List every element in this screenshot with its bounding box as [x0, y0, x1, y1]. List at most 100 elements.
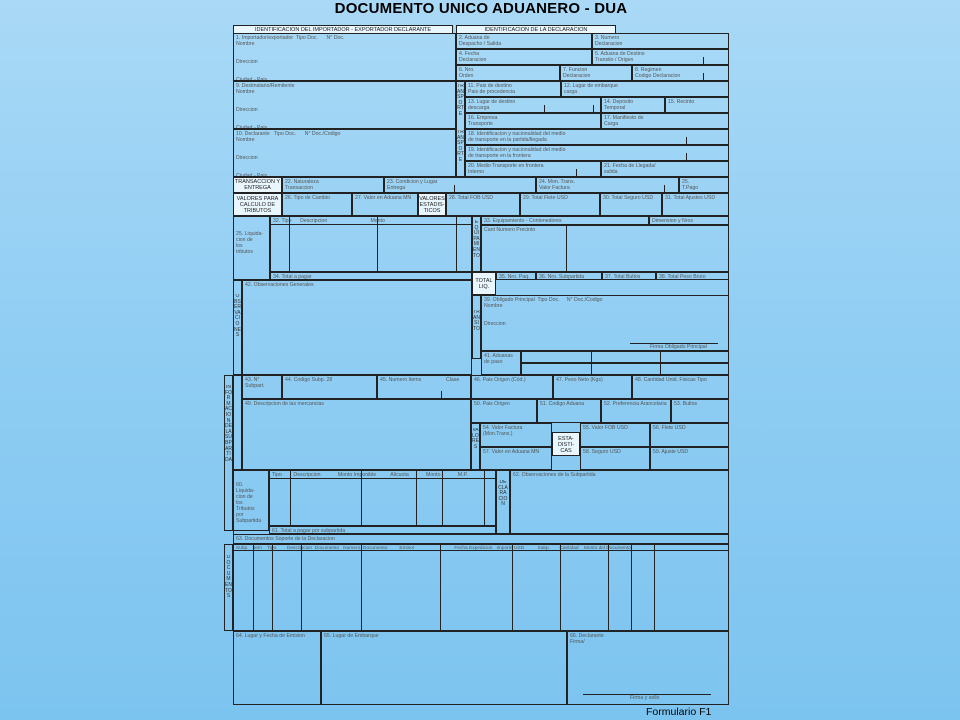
- field-4-date[interactable]: 4. Fecha Declaracion: [456, 49, 592, 65]
- documents-label: DOCUMENTOS: [225, 555, 232, 600]
- field-23-condition[interactable]: 23. Condicion y Lugar Entrega: [384, 177, 536, 193]
- field-14-deposit[interactable]: 14. Deposito Temporal: [601, 97, 665, 113]
- statistical-values-label: VALORES ESTADIS- TICOS: [418, 193, 446, 216]
- transport-label-1: TRANSPORTE: [457, 84, 464, 117]
- transit-col-1: [591, 351, 592, 375]
- field-47-net-weight[interactable]: 47. Peso Neto (Kgs): [553, 375, 632, 399]
- form-title: DOCUMENTO UNICO ADUANERO - DUA: [334, 0, 628, 17]
- statistics-label: ESTA- DISTI- CAS: [552, 432, 580, 456]
- field-41-transit-customs[interactable]: 41. Aduanas de paso: [481, 351, 521, 375]
- field-62-subheading-observations[interactable]: 62. Observaciones de la Subpartida: [510, 470, 729, 534]
- observations-strip: [233, 280, 242, 375]
- field-25-payment[interactable]: 25. T.Pago: [679, 177, 729, 193]
- tick-i: [664, 185, 665, 193]
- field-26-exchange[interactable]: 26. Tipo de Cambio: [282, 193, 352, 216]
- field-61-total-subheading[interactable]: 61. Total a pagar por subpartida: [269, 526, 496, 534]
- values-vertical-label: VALORES: [472, 428, 479, 450]
- field-31-adjustments[interactable]: 31. Total Ajustes USD: [662, 193, 729, 216]
- field-15-premises[interactable]: 15. Recinto: [665, 97, 729, 113]
- field-49-description[interactable]: 49. Descripcion de las mercancias: [242, 399, 471, 470]
- field-51-customs-code[interactable]: 51. Codigo Aduana: [537, 399, 601, 423]
- tick-a: [703, 57, 704, 65]
- doc-col-9: [631, 544, 632, 631]
- field-37-total-bundles[interactable]: 37. Total Bultos: [602, 272, 656, 280]
- field-8-regime[interactable]: 8. Regimen Codigo Declaracion: [632, 65, 729, 81]
- values-label: VALORES PARA CALCULO DE TRIBUTOS: [233, 193, 282, 216]
- field-16-transport-company[interactable]: 16. Empresa Transporte: [465, 113, 601, 129]
- field-33-dimensions[interactable]: Dimension y Nros: [649, 216, 729, 225]
- transport-strip: [456, 81, 465, 177]
- field-50-origin[interactable]: 50. Pais Origen: [471, 399, 537, 423]
- field-5-destination-office[interactable]: 5. Aduana de Destino Transito / Origen: [592, 49, 729, 65]
- transit-customs-row2[interactable]: [521, 363, 729, 375]
- field-55-fob[interactable]: 55. Valor FOB USD: [580, 423, 650, 447]
- field-27-customs-value[interactable]: 27. Valor en Aduana MN: [352, 193, 418, 216]
- field-21-arrival-date[interactable]: 21. Fecha de Llegada/ salida: [601, 161, 729, 177]
- signature-seal-label: Firma y sello: [630, 695, 660, 701]
- field-54-invoice-value[interactable]: 54. Valor Factura (Mon.Trans.): [480, 423, 552, 447]
- field-38-gross-weight[interactable]: 38. Total Peso Bruto: [656, 272, 729, 280]
- field-11-country[interactable]: 11. Pais de destino Pais de procedencia: [465, 81, 561, 97]
- field-46-origin[interactable]: 46. Pais Origen (Cód.): [471, 375, 553, 399]
- field-48-quantity[interactable]: 48. Cantidad Unid. Fisicas Tipo: [632, 375, 729, 399]
- subheading-info-strip: [224, 375, 233, 531]
- field-43-subheading-number[interactable]: 43. N° Subpart.: [242, 375, 282, 399]
- field-1-importer[interactable]: 1. Importador/exportador Tipo Doc. N° Do…: [233, 33, 456, 81]
- field-30-insurance[interactable]: 30. Total Seguro USD: [600, 193, 662, 216]
- field-35-packages[interactable]: 35. Nro. Paq.: [496, 272, 536, 280]
- field-3-number[interactable]: 3. Numero Declaracion: [592, 33, 729, 49]
- field-57-customs-value[interactable]: 57. Valor en Aduana MN: [480, 447, 552, 470]
- field-29-freight[interactable]: 29. Total Flete USD: [520, 193, 600, 216]
- field-44-code[interactable]: 44. Codigo Subp. 28: [282, 375, 377, 399]
- field-58-insurance[interactable]: 58. Seguro USD: [580, 447, 650, 470]
- sub-tributes-col-3: [416, 470, 417, 526]
- doc-col-2: [272, 544, 273, 631]
- field-52-preference[interactable]: 52. Preferencia Arancelaria: [601, 399, 671, 423]
- field-65-loading-place[interactable]: 65. Lugar de Embarque: [321, 631, 567, 705]
- field-28-fob[interactable]: 28. Total FOB USD: [446, 193, 520, 216]
- field-33-containers[interactable]: 33. Equipamiento - Contenedores: [481, 216, 649, 225]
- field-12-loading-place[interactable]: 12. Lugar de embarque carga: [561, 81, 729, 97]
- field-56-freight[interactable]: 56. Flete USD: [650, 423, 729, 447]
- declaration-strip: [496, 470, 510, 534]
- field-25-liquidation-label: 25. Liquida- cion de los tributos: [233, 216, 270, 280]
- field-42-general-observations[interactable]: 42. Observaciones Generales: [242, 280, 472, 375]
- field-19-border-transport[interactable]: 19. Identificacion y nacionalidad del me…: [465, 145, 729, 161]
- transit-label: TRANSITO: [473, 310, 480, 332]
- field-17-manifest[interactable]: 17. Manifiesto de Carga: [601, 113, 729, 129]
- equipment-strip: [472, 216, 481, 272]
- field-53-bundles[interactable]: 53. Bultos: [671, 399, 729, 423]
- field-6-order[interactable]: 6. Nro. Orden: [456, 65, 560, 81]
- field-60-tributes-table[interactable]: Tipo Descripcion Monto Imponible Alicuot…: [269, 470, 496, 526]
- field-10-declarant[interactable]: 10. Declarante Tipo Doc. N° Doc./Codigo …: [233, 129, 456, 177]
- field-60-liquidation-label: 60. Liquida- cion de los Tributos por Su…: [233, 470, 269, 531]
- field-45-class: Clase: [446, 377, 460, 383]
- field-22-nature[interactable]: 22. Naturaleza Transaccion: [282, 177, 384, 193]
- field-36-subheading[interactable]: 36. Nro. Subpartida: [536, 272, 602, 280]
- transit-col-2: [660, 351, 661, 375]
- field-63-documents[interactable]: 63. Documentos Soporte de la Declaracion: [233, 534, 729, 544]
- doc-col-3: [301, 544, 302, 631]
- field-2-customs-office[interactable]: 2. Aduana de Despacho / Salida: [456, 33, 592, 49]
- tick-d: [544, 105, 545, 113]
- sub-tributes-col-2: [361, 470, 362, 526]
- sub-tributes-col-5: [484, 470, 485, 526]
- field-66-declarant-signature[interactable]: 66. Declarante Firma/: [567, 631, 729, 705]
- field-20-border-medium[interactable]: 20. Medio Transporte en frontera Interno: [465, 161, 601, 177]
- field-24-currency[interactable]: 24. Mon. Trans. Valor Factura: [536, 177, 679, 193]
- field-18-transport-id[interactable]: 18. Identificacion y nacionalidad del me…: [465, 129, 729, 145]
- field-39-principal[interactable]: 39. Obligado Principal Tipo Doc. N° Doc.…: [481, 295, 729, 351]
- field-9-consignee[interactable]: 9. Destinatario/Remitente Nombre Direcci…: [233, 81, 456, 129]
- documents-table[interactable]: Subp. Item Tipo Descripcion Documento Nu…: [233, 544, 729, 631]
- field-7-function[interactable]: 7. Funcion Declaracion: [560, 65, 632, 81]
- doc-col-6: [512, 544, 513, 631]
- transit-customs-row1[interactable]: [521, 351, 729, 363]
- field-33-container-list[interactable]: Cant Numero Precinto: [481, 225, 729, 272]
- signature-line-declarant: [583, 694, 711, 695]
- field-59-adjustment[interactable]: 59. Ajuste USD: [650, 447, 729, 470]
- item-strip: [233, 375, 242, 470]
- field-13-destination-place[interactable]: 13. Lugar de destino descarga: [465, 97, 601, 113]
- field-64-place-date[interactable]: 64. Lugar y Fecha de Emision: [233, 631, 321, 705]
- field-34-total-to-pay[interactable]: 34. Total a pagar: [270, 272, 472, 280]
